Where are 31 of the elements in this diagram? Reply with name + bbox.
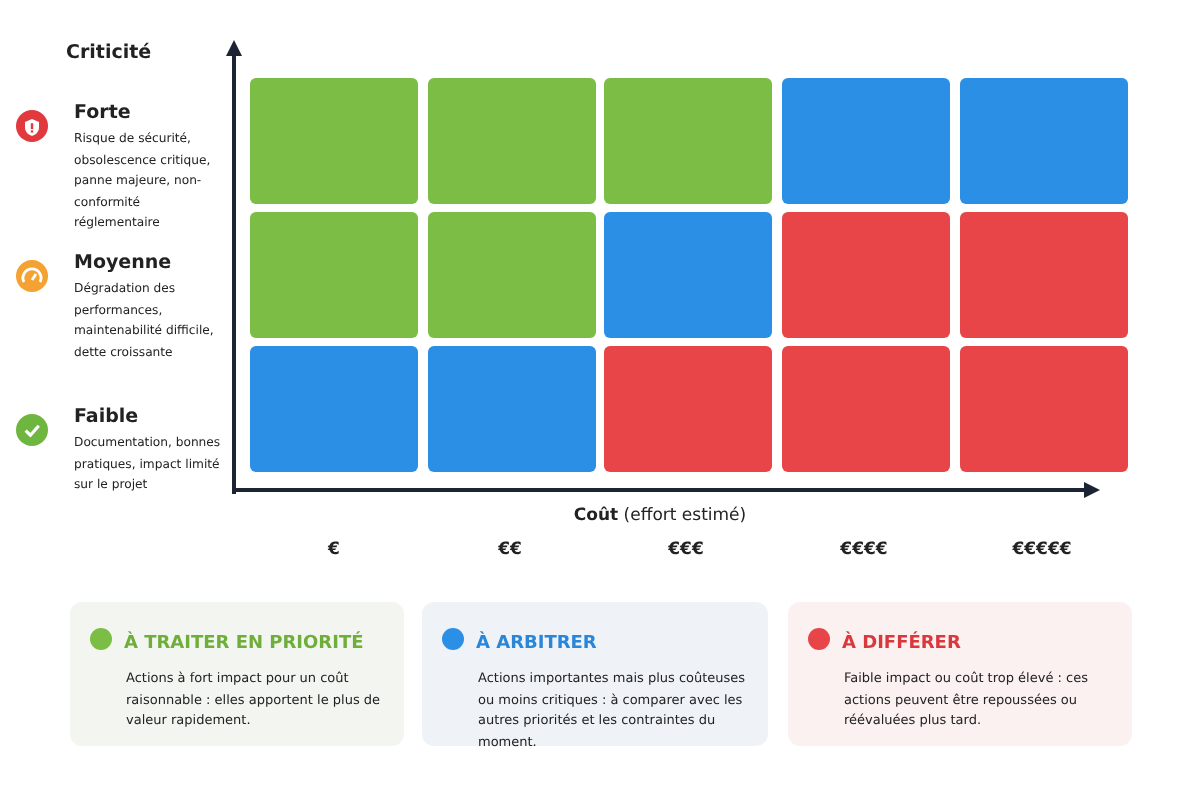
axis-title: Criticité	[66, 42, 152, 64]
matrix-cell	[959, 212, 1128, 338]
matrix-cell	[782, 212, 951, 338]
matrix-cell	[427, 346, 596, 472]
matrix-cell	[604, 212, 773, 338]
matrix-cell	[250, 78, 418, 204]
tick-label: €€€€€	[1010, 540, 1074, 560]
tick-label: €	[326, 540, 342, 560]
card-heading: À TRAITER EN PRIORITÉ	[124, 634, 364, 654]
tick-label: €€€	[666, 540, 706, 560]
card-heading: À DIFFÉRER	[842, 634, 961, 654]
level-title: Faible	[74, 406, 139, 428]
matrix-cell	[250, 346, 418, 472]
tick-label: €€€€	[838, 540, 890, 560]
level-title: Moyenne	[74, 252, 172, 274]
matrix-cell	[782, 346, 951, 472]
matrix-cell	[427, 212, 596, 338]
category-card	[422, 602, 768, 746]
level-title: Forte	[74, 102, 131, 124]
matrix-cell	[427, 78, 596, 204]
matrix-cell	[604, 78, 773, 204]
matrix-cell	[782, 78, 951, 204]
category-card	[788, 602, 1132, 746]
matrix-cell	[959, 346, 1128, 472]
matrix-cell	[250, 212, 418, 338]
matrix-cell	[604, 346, 773, 472]
tick-label: €€	[496, 540, 524, 560]
card-heading: À ARBITRER	[476, 634, 597, 654]
axis-title: Coût (effort estimé)	[571, 506, 749, 526]
matrix-cell	[959, 78, 1128, 204]
category-card	[70, 602, 404, 746]
